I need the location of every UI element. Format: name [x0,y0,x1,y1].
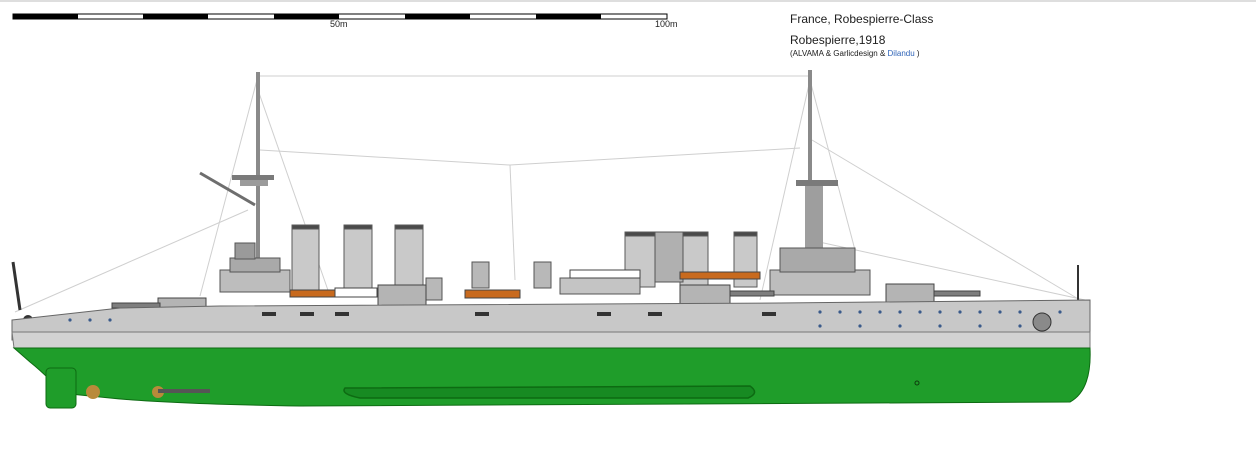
bow-staff [11,261,22,311]
stern-crest-icon [1032,312,1052,332]
fore-mast [199,72,274,272]
boats [289,269,761,299]
rudder [45,367,77,409]
ship-name-year: Robespierre,1918 [790,33,886,47]
funnels [291,224,758,291]
superstructure [219,231,871,296]
credit-prefix: (ALVAMA & Garlicdesign & [790,49,888,58]
bilge-keel [343,385,756,399]
hull-belt [11,331,1091,349]
scale-bar [12,13,668,20]
wing-turret-1 [377,284,427,308]
scale-label-100m: 100m [655,19,678,29]
sea-valve [914,380,920,386]
main-mast [796,70,838,256]
author-credit: (ALVAMA & Garlicdesign & Dilandu ) [790,49,920,58]
propeller-icon [86,385,100,399]
portholes [68,310,1062,328]
hull-underwater [12,347,1091,407]
credit-suffix: ) [914,49,920,58]
rigging [14,75,1086,313]
scale-label-50m: 50m [330,19,348,29]
ship-class-title: France, Robespierre-Class [790,12,934,26]
credit-highlight: Dilandu [887,49,915,58]
casemate-guns [262,312,776,316]
propeller-shaft [158,389,210,393]
